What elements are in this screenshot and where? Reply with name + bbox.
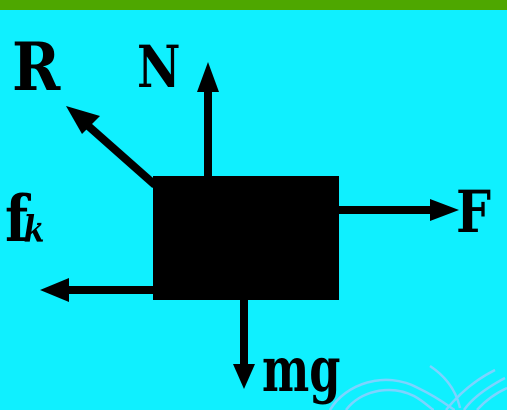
reaction-force-arrow — [74, 113, 158, 188]
applied-force-label: F — [456, 178, 492, 246]
reaction-label: R — [12, 28, 61, 106]
force-arrows — [40, 62, 459, 389]
normal-label: N — [137, 33, 181, 101]
friction-arrowhead — [40, 278, 69, 302]
applied-arrowhead — [430, 199, 459, 221]
reaction-arrowhead — [66, 106, 100, 134]
decorative-swirl-icon — [328, 364, 507, 410]
weight-arrowhead — [233, 364, 255, 389]
weight-label: mg — [262, 333, 341, 406]
friction-label: f k — [5, 188, 44, 252]
top-strip — [0, 0, 507, 10]
friction-label-subscript: k — [23, 209, 45, 251]
block — [153, 176, 339, 300]
friction-label-base: f — [5, 182, 29, 257]
normal-arrowhead — [197, 62, 219, 92]
